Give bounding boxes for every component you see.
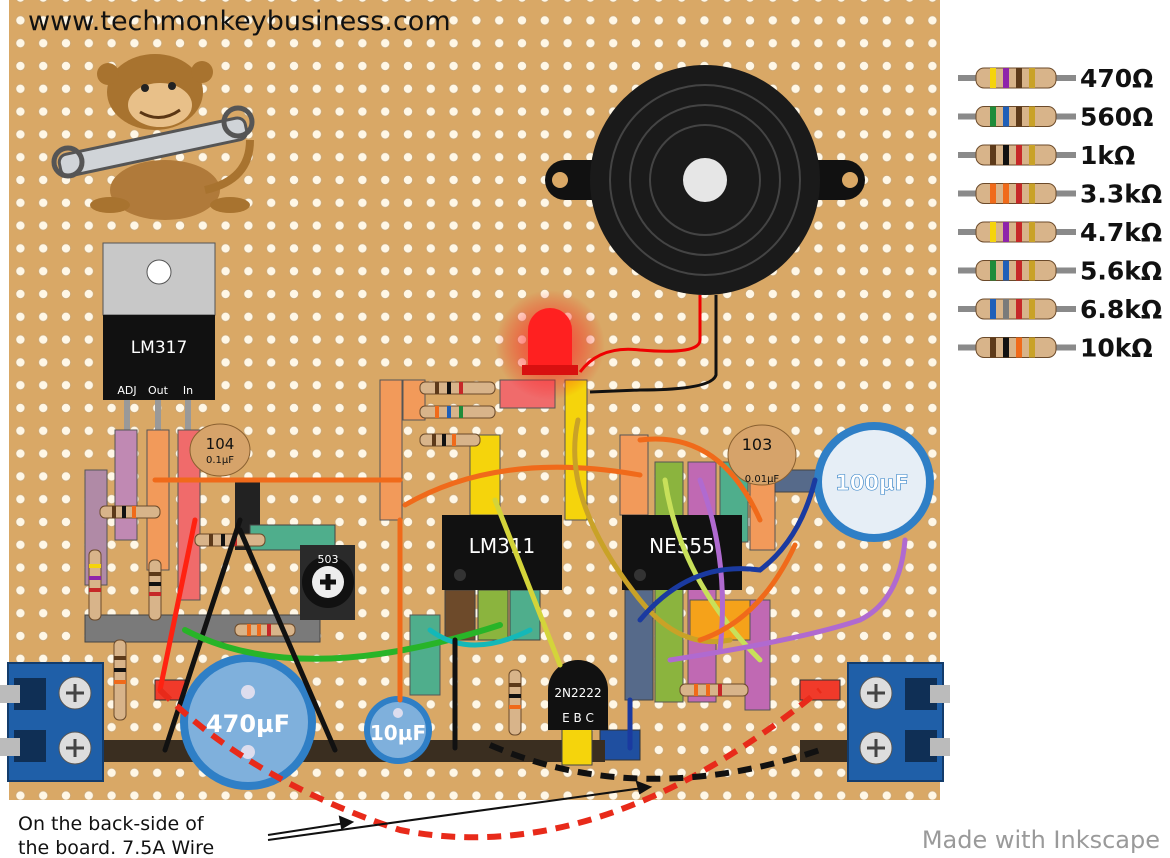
capacitor-104: 104 0.1µF [189, 423, 251, 477]
color-band [1016, 337, 1022, 358]
color-band [1003, 222, 1009, 242]
legend-item: 470Ω [958, 64, 1153, 93]
svg-text:103: 103 [742, 435, 773, 454]
color-band [1029, 145, 1035, 165]
capacitor-470uf: 470µF [180, 654, 316, 790]
out-pin-label: Out [148, 384, 169, 397]
svg-text:0.1µF: 0.1µF [206, 455, 234, 466]
capacitor-10uf: 10µF [364, 696, 432, 764]
color-band [990, 183, 996, 204]
red-led-icon [495, 290, 605, 400]
color-band [1003, 106, 1009, 127]
terminal-block-icon [847, 662, 950, 782]
trimpot-503: 503 [300, 545, 355, 620]
adj-pin-label: ADJ [117, 384, 136, 397]
color-band [990, 145, 996, 165]
color-band [1029, 260, 1035, 281]
color-band [1003, 260, 1009, 281]
svg-text:104: 104 [206, 435, 235, 453]
backside-wires [157, 687, 822, 841]
color-band [1029, 337, 1035, 358]
svg-text:503: 503 [318, 553, 339, 566]
svg-text:10µF: 10µF [370, 721, 426, 745]
color-band [990, 222, 996, 242]
color-band [1016, 68, 1022, 88]
link-pads [84, 379, 841, 761]
lm311-chip: LM311 [442, 515, 562, 590]
legend-label: 560Ω [1080, 103, 1153, 132]
legend-item: 560Ω [958, 103, 1153, 132]
legend-label: 10kΩ [1080, 334, 1153, 363]
in-pin-label: In [183, 384, 193, 397]
monkey-mascot-icon [51, 54, 255, 220]
svg-text:LM317: LM317 [131, 338, 188, 358]
svg-text:100µF: 100µF [835, 471, 909, 495]
color-band [1016, 183, 1022, 204]
color-band [1029, 299, 1035, 319]
color-band [1016, 299, 1022, 319]
color-band [1003, 337, 1009, 358]
legend-label: 1kΩ [1080, 141, 1135, 170]
legend-label: 5.6kΩ [1080, 257, 1162, 286]
color-band [1029, 183, 1035, 204]
board-resistors [88, 381, 749, 736]
color-band [1003, 145, 1009, 165]
color-band [1016, 106, 1022, 127]
color-band [1003, 299, 1009, 319]
legend-item: 4.7kΩ [958, 218, 1162, 247]
legend-label: 4.7kΩ [1080, 218, 1162, 247]
legend-label: 6.8kΩ [1080, 295, 1162, 324]
color-band [1029, 106, 1035, 127]
annotation-line-2: the board. 7.5A Wire [18, 837, 214, 858]
legend-item: 3.3kΩ [958, 180, 1162, 209]
color-band [1016, 260, 1022, 281]
resistor-legend: 470Ω 560Ω 1kΩ 3.3kΩ 4.7kΩ 5.6kΩ 6.8kΩ 10kΩ [958, 64, 1162, 363]
color-band [1003, 183, 1009, 204]
legend-item: 6.8kΩ [958, 295, 1162, 324]
lm317-regulator: LM317 ADJ Out In [102, 242, 216, 450]
transistor-2n2222: 2N2222 E B C [548, 660, 608, 766]
color-band [1003, 68, 1009, 88]
legend-item: 1kΩ [958, 141, 1135, 170]
svg-text:0.01µF: 0.01µF [745, 474, 780, 485]
svg-text:2N2222: 2N2222 [554, 686, 601, 700]
website-title: www.techmonkeybusiness.com [28, 6, 451, 37]
legend-label: 470Ω [1080, 64, 1153, 93]
color-band [1016, 222, 1022, 242]
jumper-wires [152, 417, 908, 753]
terminal-block-icon [0, 662, 104, 782]
piezo-buzzer-icon [545, 65, 865, 394]
color-band [1029, 68, 1035, 88]
color-band [990, 260, 996, 281]
capacitor-100uf: 100µF [814, 422, 934, 542]
svg-text:LM311: LM311 [469, 534, 536, 558]
color-band [990, 68, 996, 88]
legend-item: 5.6kΩ [958, 257, 1162, 286]
color-band [1016, 145, 1022, 165]
legend-item: 10kΩ [958, 334, 1153, 363]
inkscape-credit: Made with Inkscape [922, 826, 1160, 854]
svg-text:E B C: E B C [562, 711, 594, 725]
legend-label: 3.3kΩ [1080, 180, 1162, 209]
capacitor-103: 103 0.01µF [727, 424, 797, 486]
color-band [990, 106, 996, 127]
color-band [1029, 222, 1035, 242]
svg-text:470µF: 470µF [206, 710, 290, 738]
annotation-line-1: On the back-side of [18, 813, 205, 835]
color-band [990, 337, 996, 358]
annotation-arrows [267, 780, 653, 841]
color-band [990, 299, 996, 319]
